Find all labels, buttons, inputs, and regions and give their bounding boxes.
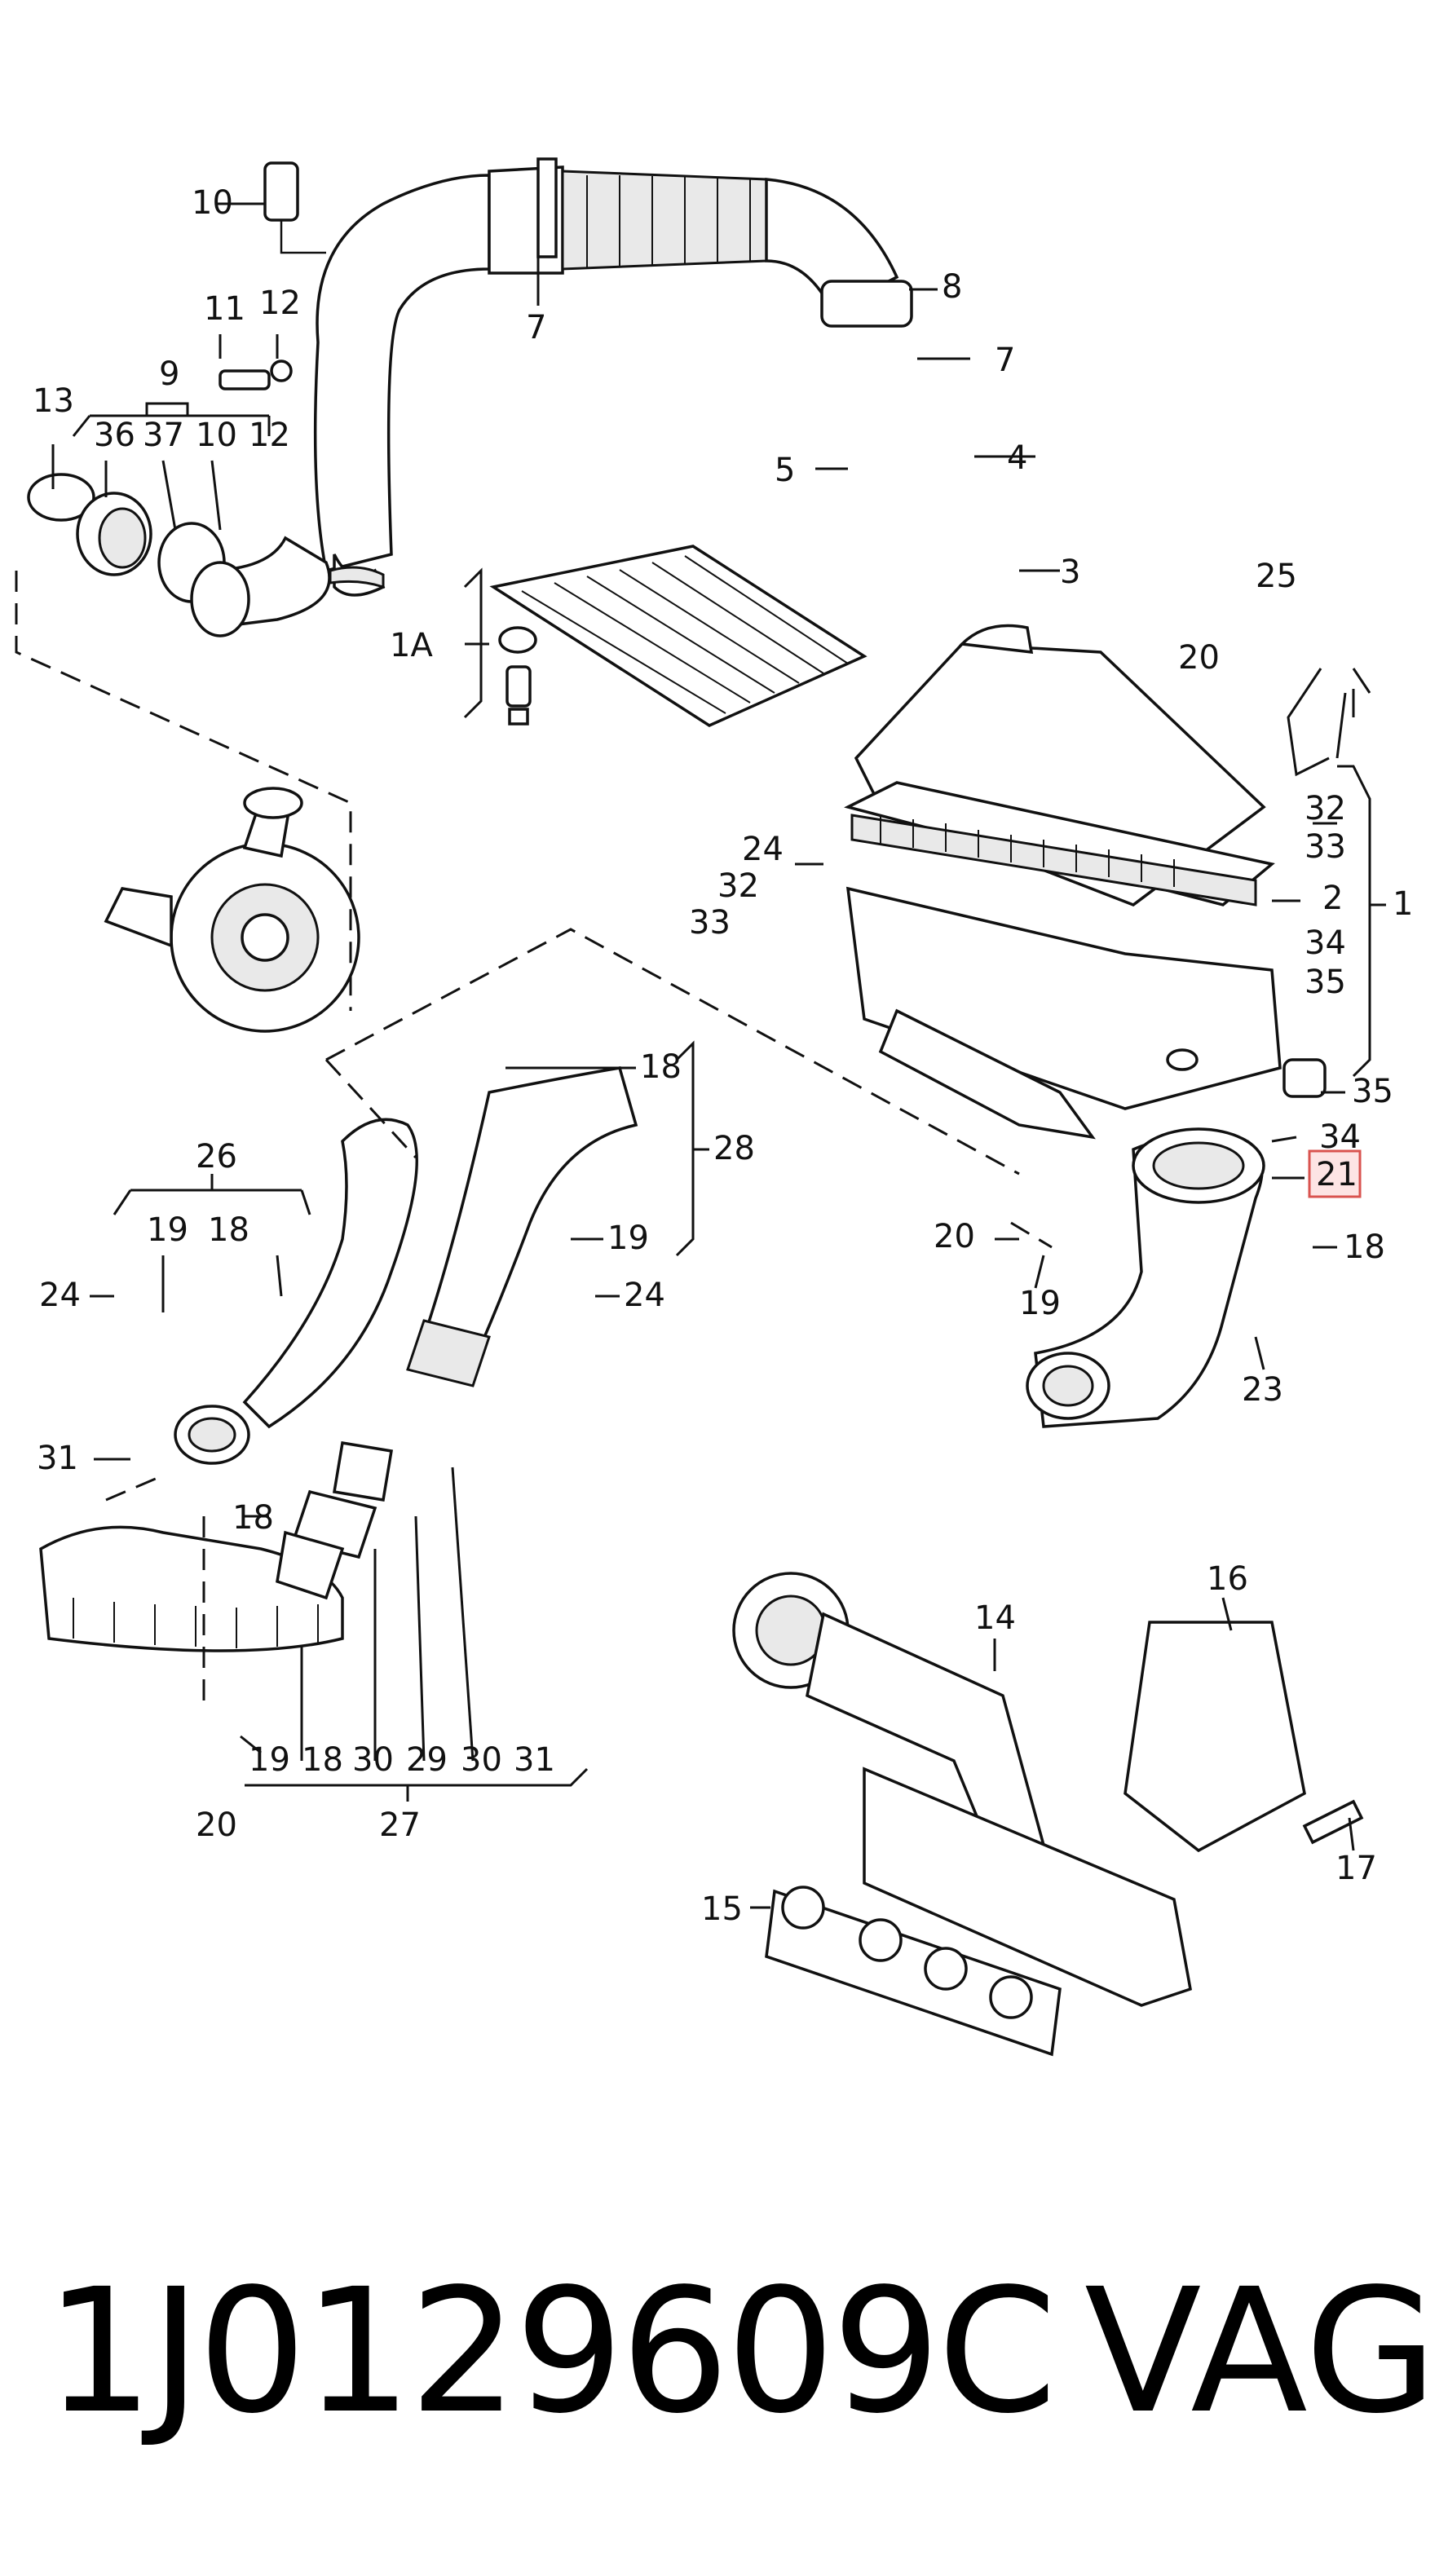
callout-13: 13 bbox=[33, 382, 74, 420]
callout-18-mid: 18 bbox=[1344, 1228, 1385, 1266]
callout-7-top: 7 bbox=[526, 309, 546, 346]
callout-33-right: 33 bbox=[1305, 828, 1346, 866]
callout-19-bottom: 19 bbox=[249, 1741, 290, 1779]
dashed-guides bbox=[15, 571, 1053, 1712]
lower-ducts bbox=[39, 1066, 638, 1652]
callout-12-top: 12 bbox=[259, 285, 301, 322]
callout-1: 1 bbox=[1393, 885, 1413, 923]
callout-24-duct: 24 bbox=[624, 1277, 665, 1314]
callout-30-b: 30 bbox=[461, 1741, 502, 1779]
callout-19-left: 19 bbox=[147, 1211, 188, 1249]
brand-label: VAG bbox=[1084, 2252, 1437, 2451]
callout-18-left: 18 bbox=[208, 1211, 249, 1249]
callout-2: 2 bbox=[1322, 880, 1343, 917]
part-number: 1J0129609C bbox=[45, 2252, 1057, 2451]
turbocharger bbox=[104, 787, 360, 1033]
callout-19-duct: 19 bbox=[607, 1220, 649, 1257]
callout-35-lower: 35 bbox=[1352, 1073, 1393, 1110]
intake-hose-assembly bbox=[201, 157, 913, 629]
callout-18-duct: 18 bbox=[640, 1048, 682, 1086]
callout-5: 5 bbox=[775, 452, 795, 489]
callout-31-left: 31 bbox=[37, 1440, 78, 1477]
callout-10: 10 bbox=[192, 184, 233, 222]
callout-34-right: 34 bbox=[1305, 924, 1346, 962]
callout-12-group: 12 bbox=[249, 417, 290, 454]
callout-34-lower: 34 bbox=[1319, 1118, 1361, 1156]
callout-28: 28 bbox=[713, 1130, 755, 1167]
callout-19-mid: 19 bbox=[1019, 1285, 1061, 1322]
callout-1A: 1A bbox=[390, 627, 433, 664]
callout-labels: 10 7 8 7 11 12 13 9 36 37 10 12 5 4 3 1A… bbox=[33, 184, 1413, 1928]
callout-24-left: 24 bbox=[39, 1277, 81, 1314]
callout-37: 37 bbox=[143, 417, 184, 454]
intake-elbow bbox=[1026, 1127, 1265, 1428]
callout-4: 4 bbox=[1007, 439, 1027, 477]
air-filter-housing bbox=[844, 624, 1327, 1140]
highlight-box bbox=[1308, 1149, 1362, 1198]
callout-32-left: 32 bbox=[717, 867, 759, 905]
callout-18-bottom: 18 bbox=[302, 1741, 343, 1779]
intake-manifold bbox=[732, 1572, 1364, 2057]
leader-lines bbox=[51, 202, 1386, 1909]
callout-24-top: 24 bbox=[742, 831, 784, 868]
callout-25: 25 bbox=[1256, 558, 1297, 595]
callout-16: 16 bbox=[1207, 1560, 1248, 1598]
callout-17: 17 bbox=[1335, 1850, 1377, 1887]
callout-26: 26 bbox=[196, 1138, 237, 1176]
callout-30-a: 30 bbox=[352, 1741, 394, 1779]
callout-32-right: 32 bbox=[1305, 790, 1346, 827]
callout-11: 11 bbox=[204, 290, 245, 328]
callout-35-right: 35 bbox=[1305, 964, 1346, 1001]
callout-29: 29 bbox=[406, 1741, 448, 1779]
callout-36: 36 bbox=[94, 417, 135, 454]
callout-20-mid: 20 bbox=[934, 1218, 975, 1255]
callout-15: 15 bbox=[701, 1890, 743, 1928]
clamps-left bbox=[27, 359, 293, 637]
filter-element bbox=[489, 545, 867, 727]
callout-31-bottom: 31 bbox=[514, 1741, 555, 1779]
callout-23: 23 bbox=[1242, 1371, 1283, 1409]
callout-21: 21 bbox=[1316, 1156, 1358, 1193]
callout-20-bottom: 20 bbox=[196, 1806, 237, 1844]
callout-20-right: 20 bbox=[1178, 639, 1220, 677]
callout-3: 3 bbox=[1060, 554, 1080, 591]
callout-18-box: 18 bbox=[232, 1499, 274, 1537]
callout-33-left: 33 bbox=[689, 904, 731, 942]
callout-27: 27 bbox=[379, 1806, 421, 1844]
callout-9: 9 bbox=[159, 355, 179, 393]
callout-8: 8 bbox=[942, 268, 962, 306]
callout-7-clamp: 7 bbox=[995, 342, 1015, 379]
callout-14: 14 bbox=[974, 1599, 1016, 1637]
callout-10-group: 10 bbox=[196, 417, 237, 454]
